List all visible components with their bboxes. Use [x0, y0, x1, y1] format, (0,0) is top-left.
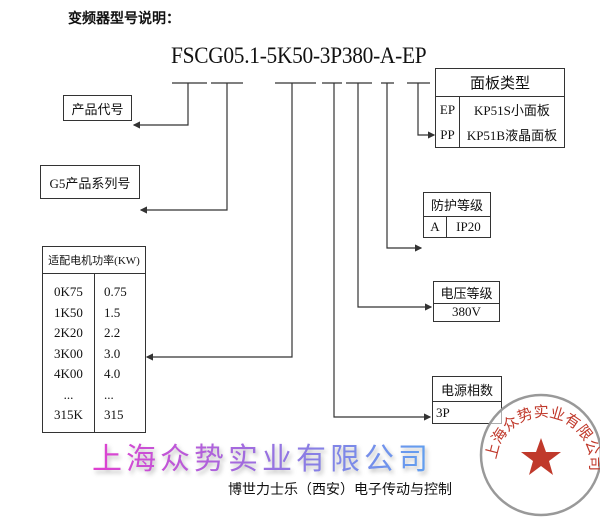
power-code: 2K20	[54, 325, 83, 340]
power-code: 0K75	[54, 284, 83, 299]
power-code: 3K00	[54, 345, 83, 361]
watermark-text: 上海众势实业有限公司	[92, 442, 432, 477]
power-table: 适配电机功率(KW) 0K75 1K50 2K20 3K00 4K00... 315K 0…	[42, 246, 146, 433]
voltage-header: 电压等级	[433, 281, 500, 304]
product-code-box: 产品代号	[63, 95, 132, 121]
connector-lines	[132, 82, 436, 421]
company-stamp: 上海众势实业有限公司	[479, 393, 600, 517]
page-title: 变频器型号说明：	[68, 11, 180, 27]
supply-value: 3P	[432, 401, 502, 424]
panel-code: EP	[435, 96, 460, 122]
power-value: 4.0	[104, 366, 121, 381]
panel-desc: KP51B液晶面板	[458, 122, 566, 148]
star-icon	[521, 438, 561, 475]
protection-header: 防护等级	[423, 191, 491, 218]
power-header: 适配电机功率(KW)	[43, 247, 145, 274]
power-value: 315	[104, 407, 124, 422]
power-code: ...	[63, 386, 74, 402]
power-value: ...	[104, 386, 114, 402]
protection-code: A	[423, 216, 447, 238]
power-value: 1.5	[104, 304, 121, 320]
voltage-value: 380V	[433, 302, 500, 323]
series-label: G5产品系列号	[49, 175, 131, 191]
panel-desc: KP51S小面板	[458, 96, 566, 122]
power-value: 3.0	[104, 345, 121, 361]
power-code: 315K	[54, 407, 83, 422]
power-value: 0.75	[104, 284, 127, 299]
series-box: G5产品系列号	[40, 165, 140, 199]
product-code-label: 产品代号	[71, 101, 124, 117]
panel-header: 面板类型	[435, 68, 565, 97]
power-code: 1K50	[54, 304, 83, 320]
supply-header: 电源相数	[432, 375, 502, 403]
model-number: FSCG05.1-5K50-3P380-A-EP	[171, 43, 427, 68]
panel-code: PP	[435, 122, 460, 148]
footer-text: 博世力士乐（西安）电子传动与控制	[228, 482, 452, 498]
power-code: 4K00	[54, 366, 83, 381]
protection-value: IP20	[445, 216, 492, 238]
power-value: 2.2	[104, 325, 121, 340]
